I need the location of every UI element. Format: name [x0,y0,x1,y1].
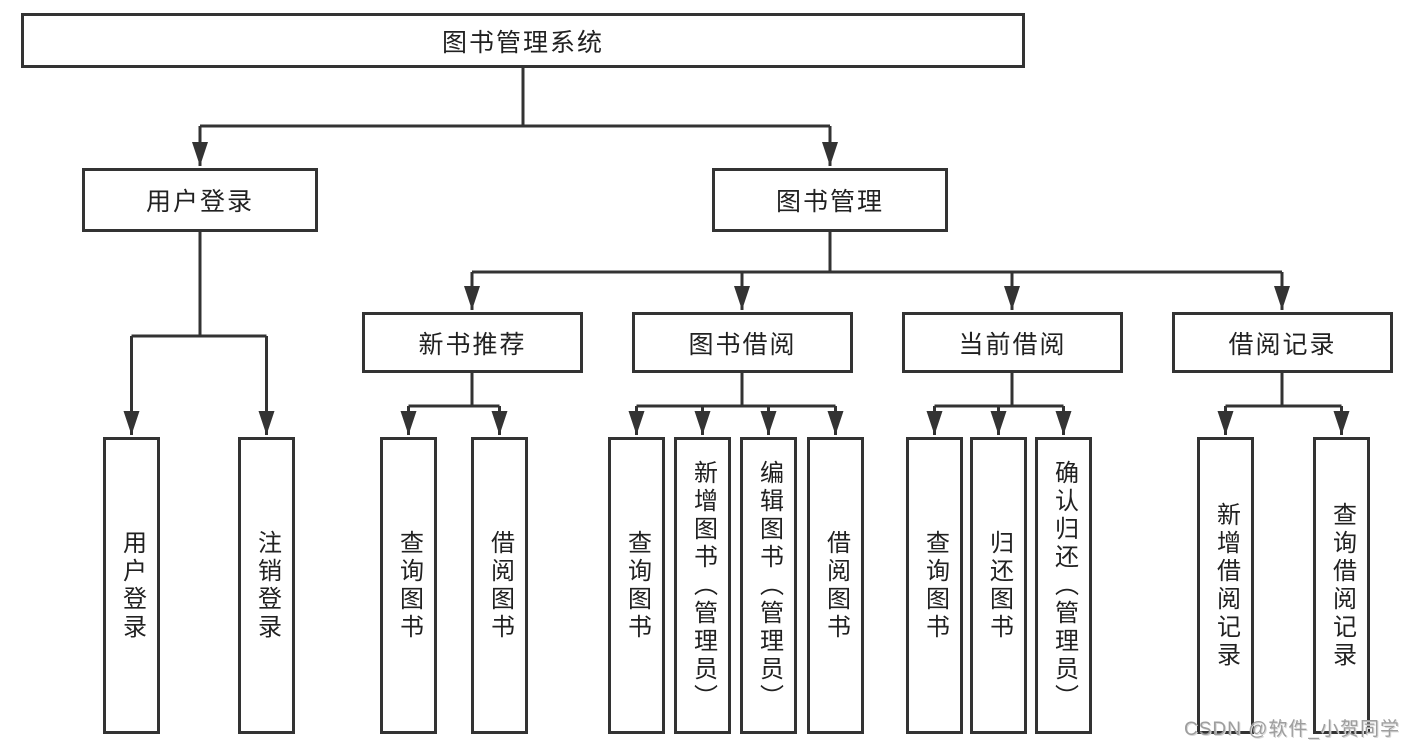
node-new-book-recommend: 新书推荐 [362,312,583,373]
node-confirm-return-admin: 确认归还（管理员） [1035,437,1092,734]
node-label: 借阅图书 [822,529,850,642]
node-query-books-2: 查询图书 [608,437,665,734]
node-label: 用户登录 [145,188,254,216]
node-label: 新增图书（管理员） [689,459,717,712]
node-logout: 注销登录 [238,437,295,734]
node-return-books: 归还图书 [970,437,1027,734]
node-label: 图书管理 [775,188,884,216]
node-label: 新增借阅记录 [1212,501,1240,670]
node-borrowing-records: 借阅记录 [1172,312,1393,373]
node-library-management-system: 图书管理系统 [21,13,1025,68]
node-label: 借阅记录 [1228,330,1337,359]
node-add-borrow-record: 新增借阅记录 [1197,437,1254,734]
node-user-login-leaf: 用户登录 [103,437,160,734]
node-query-borrow-record: 查询借阅记录 [1313,437,1370,734]
node-label: 注销登录 [253,529,281,642]
node-query-books-1: 查询图书 [380,437,437,734]
node-label: 图书借阅 [688,330,797,359]
node-book-management: 图书管理 [712,168,948,232]
node-user-login: 用户登录 [82,168,318,232]
node-label: 查询图书 [623,529,651,642]
node-label: 查询图书 [921,529,949,642]
csdn-watermark: CSDN @软件_小贺同学 [1184,719,1400,740]
node-label: 编辑图书（管理员） [755,459,783,712]
node-current-borrowing: 当前借阅 [902,312,1123,373]
node-borrow-books-1: 借阅图书 [471,437,528,734]
node-label: 归还图书 [985,529,1013,642]
node-query-books-3: 查询图书 [906,437,963,734]
node-label: 新书推荐 [418,330,527,359]
node-label: 用户登录 [118,529,146,642]
node-label: 查询图书 [395,529,423,642]
node-label: 图书管理系统 [441,28,604,57]
node-borrow-books-2: 借阅图书 [807,437,864,734]
node-label: 确认归还（管理员） [1050,459,1078,712]
node-label: 查询借阅记录 [1328,501,1356,670]
node-label: 当前借阅 [958,330,1067,359]
node-edit-books-admin: 编辑图书（管理员） [740,437,797,734]
node-book-borrowing: 图书借阅 [632,312,853,373]
node-add-books-admin: 新增图书（管理员） [674,437,731,734]
node-label: 借阅图书 [486,529,514,642]
connector-rails [131,68,1342,408]
